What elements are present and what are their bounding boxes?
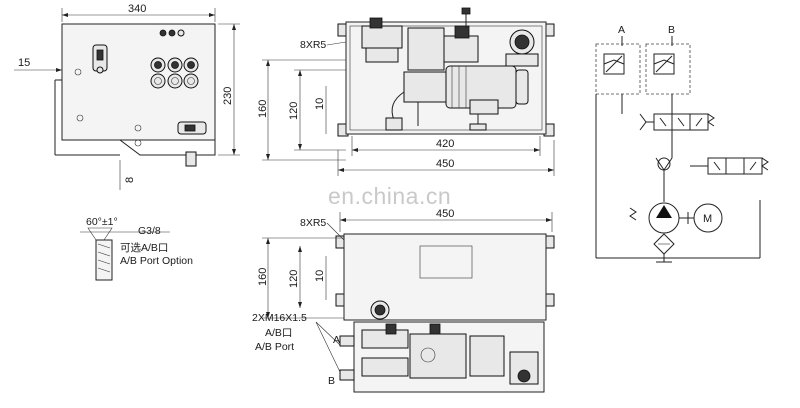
watermark: en.china.cn <box>328 183 451 209</box>
hydraulic-schematic: A B <box>595 24 769 263</box>
dim-120-top: 120 <box>288 102 300 120</box>
schematic-port-a: A <box>618 24 625 36</box>
dim-450-bottom: 450 <box>436 208 454 220</box>
dim-10-top: 10 <box>314 98 326 110</box>
port-angle: 60°±1° <box>86 216 118 228</box>
dim-120-bottom: 120 <box>288 270 300 288</box>
dim-10-bottom: 10 <box>314 270 326 282</box>
dim-160-bottom: 160 <box>257 268 269 286</box>
dim-450-top: 450 <box>436 158 454 170</box>
bolt-label-top: 8XR5 <box>300 39 326 51</box>
dim-340: 340 <box>128 3 146 15</box>
port-b-label: B <box>328 375 335 387</box>
dim-160-top: 160 <box>257 100 269 118</box>
dim-420: 420 <box>436 138 454 150</box>
bottom-middle-top-view: 450 8XR5 160 <box>252 208 555 393</box>
bolt-label-bottom: 8XR5 <box>300 217 326 229</box>
port-a-label: A <box>333 334 340 346</box>
port-option-cn: 可选A/B口 <box>120 241 168 254</box>
schematic-port-b: B <box>668 24 675 36</box>
top-middle-front-view: 8XR5 160 120 10 420 450 <box>257 7 555 176</box>
dim-230: 230 <box>222 87 234 105</box>
port-circles <box>150 29 199 89</box>
dim-8: 8 <box>124 177 136 183</box>
port-label-en: A/B Port <box>255 341 294 353</box>
port-option-en: A/B Port Option <box>120 255 193 267</box>
top-left-side-view: 340 <box>14 3 240 190</box>
thread-label: 2XM16X1.5 <box>252 312 307 324</box>
port-detail: 60°±1° G3/8 可选A/B口 A/B Port Option <box>80 216 193 281</box>
dim-15: 15 <box>18 57 30 69</box>
port-thread: G3/8 <box>138 225 161 237</box>
motor-symbol: M <box>703 213 712 225</box>
port-label-cn: A/B口 <box>265 327 292 339</box>
